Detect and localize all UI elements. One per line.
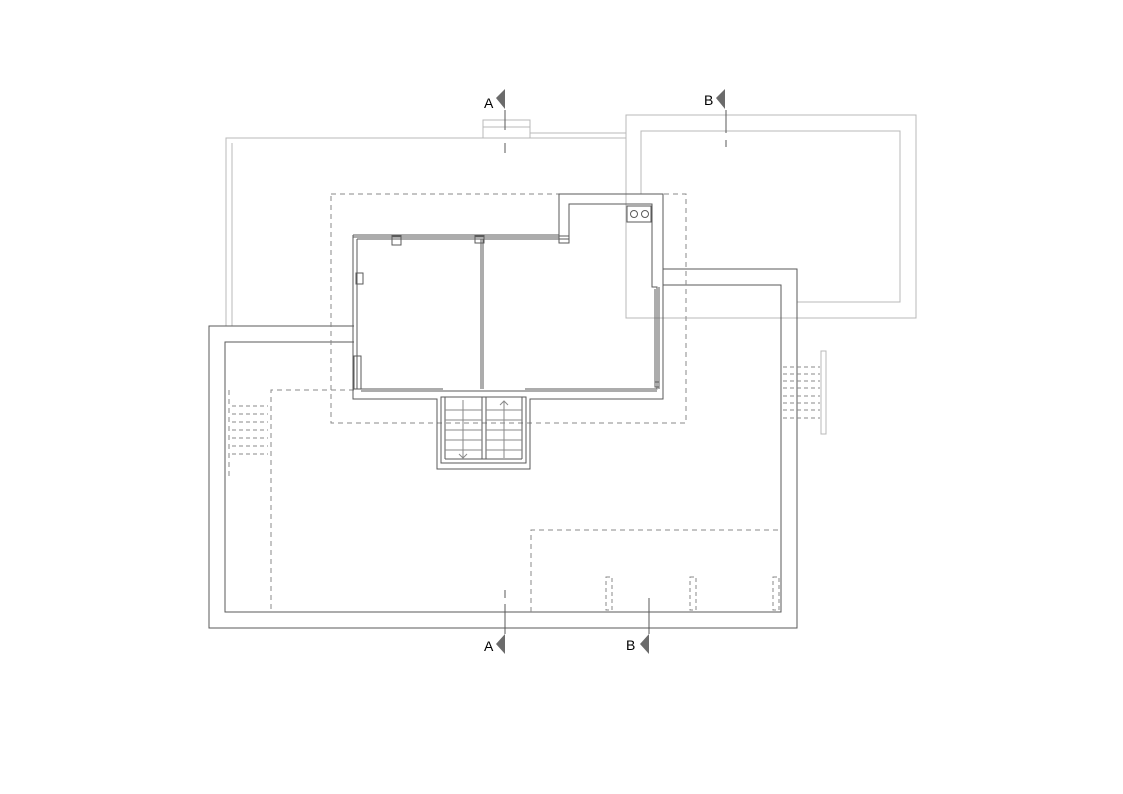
section-label: B	[704, 92, 713, 108]
terrace-outline	[625, 114, 917, 319]
section-arrow-icon	[716, 89, 725, 109]
section-arrow-icon	[496, 634, 505, 654]
dashed-outlines	[228, 193, 781, 612]
left-steps	[232, 405, 268, 455]
section-arrow-icon	[496, 89, 505, 109]
section-label: B	[626, 637, 635, 653]
section-marker-b-top: B	[704, 89, 725, 109]
right-steps	[783, 350, 827, 435]
staircase	[440, 396, 527, 464]
upper-level-outline	[225, 119, 626, 326]
section-marker-a-bottom: A	[484, 634, 505, 654]
section-marker-a-top: A	[484, 89, 505, 111]
section-arrow-icon	[640, 634, 649, 654]
section-marker-b-bottom: B	[626, 634, 649, 654]
wall-stubs	[605, 576, 780, 611]
section-lines	[504, 110, 727, 634]
ground-floor-walls	[208, 268, 798, 629]
central-block	[352, 193, 664, 470]
section-label: A	[484, 638, 494, 654]
section-label: A	[484, 95, 494, 111]
